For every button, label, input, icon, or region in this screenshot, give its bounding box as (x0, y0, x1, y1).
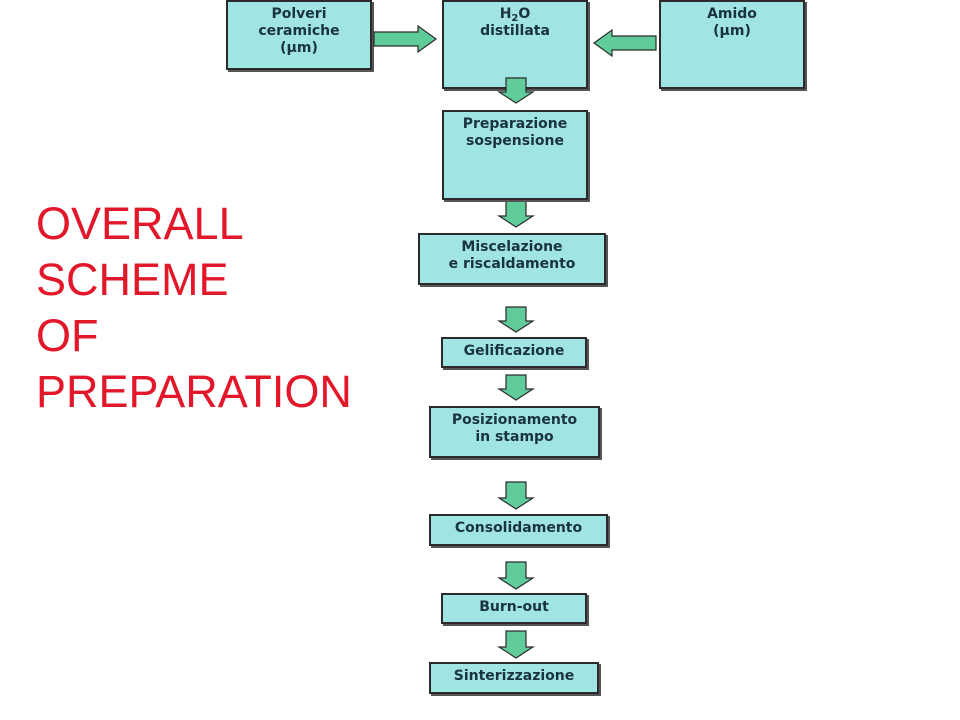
step-box-gelificazione: Gelificazione (441, 337, 587, 368)
diagram-title: OVERALL SCHEME OF PREPARATION (36, 196, 352, 420)
powders-label-line-1: Polveri (271, 6, 327, 22)
step-label: Sinterizzazione (453, 668, 575, 684)
arrow-left-icon (592, 28, 657, 58)
water-formula-symbol: H (499, 6, 512, 22)
input-box-powders: Polveri ceramiche (μm) (226, 0, 372, 70)
input-box-starch: Amido (μm) (659, 0, 805, 89)
title-line-1: OVERALL (36, 198, 244, 249)
step-box-burn-out: Burn-out (441, 593, 587, 624)
step-label: Gelificazione (463, 343, 565, 359)
title-line-4: PREPARATION (36, 366, 352, 417)
arrow-down-icon (496, 561, 536, 590)
arrow-down-icon (496, 77, 536, 104)
input-box-water: H2O distillata (442, 0, 588, 89)
step-label: Consolidamento (454, 520, 583, 536)
title-line-3: OF (36, 310, 99, 361)
step-label: sospensione (466, 133, 564, 149)
water-formula-subscript: 2 (511, 13, 519, 24)
water-formula: H2O (444, 6, 586, 24)
arrow-down-icon (496, 199, 536, 228)
starch-label-line-2: (μm) (713, 23, 751, 39)
step-label: Miscelazione (461, 239, 563, 255)
step-label: Preparazione (462, 116, 568, 132)
step-box-preparazione: Preparazione sospensione (442, 110, 588, 200)
arrow-down-icon (496, 374, 536, 401)
arrow-down-icon (496, 306, 536, 333)
arrow-down-icon (496, 481, 536, 510)
step-label: Posizionamento (451, 412, 578, 428)
starch-label-line-1: Amido (707, 6, 757, 22)
water-label-line-2: distillata (480, 23, 550, 39)
powders-label-line-3: (μm) (280, 40, 318, 56)
title-line-2: SCHEME (36, 254, 229, 305)
arrow-down-icon (496, 630, 536, 659)
step-label: e riscaldamento (448, 256, 576, 272)
arrow-right-icon (373, 24, 438, 54)
step-box-posizionamento: Posizionamento in stampo (429, 406, 600, 458)
step-label: in stampo (475, 429, 554, 445)
powders-label-line-2: ceramiche (258, 23, 340, 39)
step-box-miscelazione: Miscelazione e riscaldamento (418, 233, 606, 285)
water-formula-after: O (518, 6, 531, 22)
step-label: Burn-out (479, 599, 549, 615)
step-box-consolidamento: Consolidamento (429, 514, 608, 546)
step-box-sinterizzazione: Sinterizzazione (429, 662, 599, 694)
